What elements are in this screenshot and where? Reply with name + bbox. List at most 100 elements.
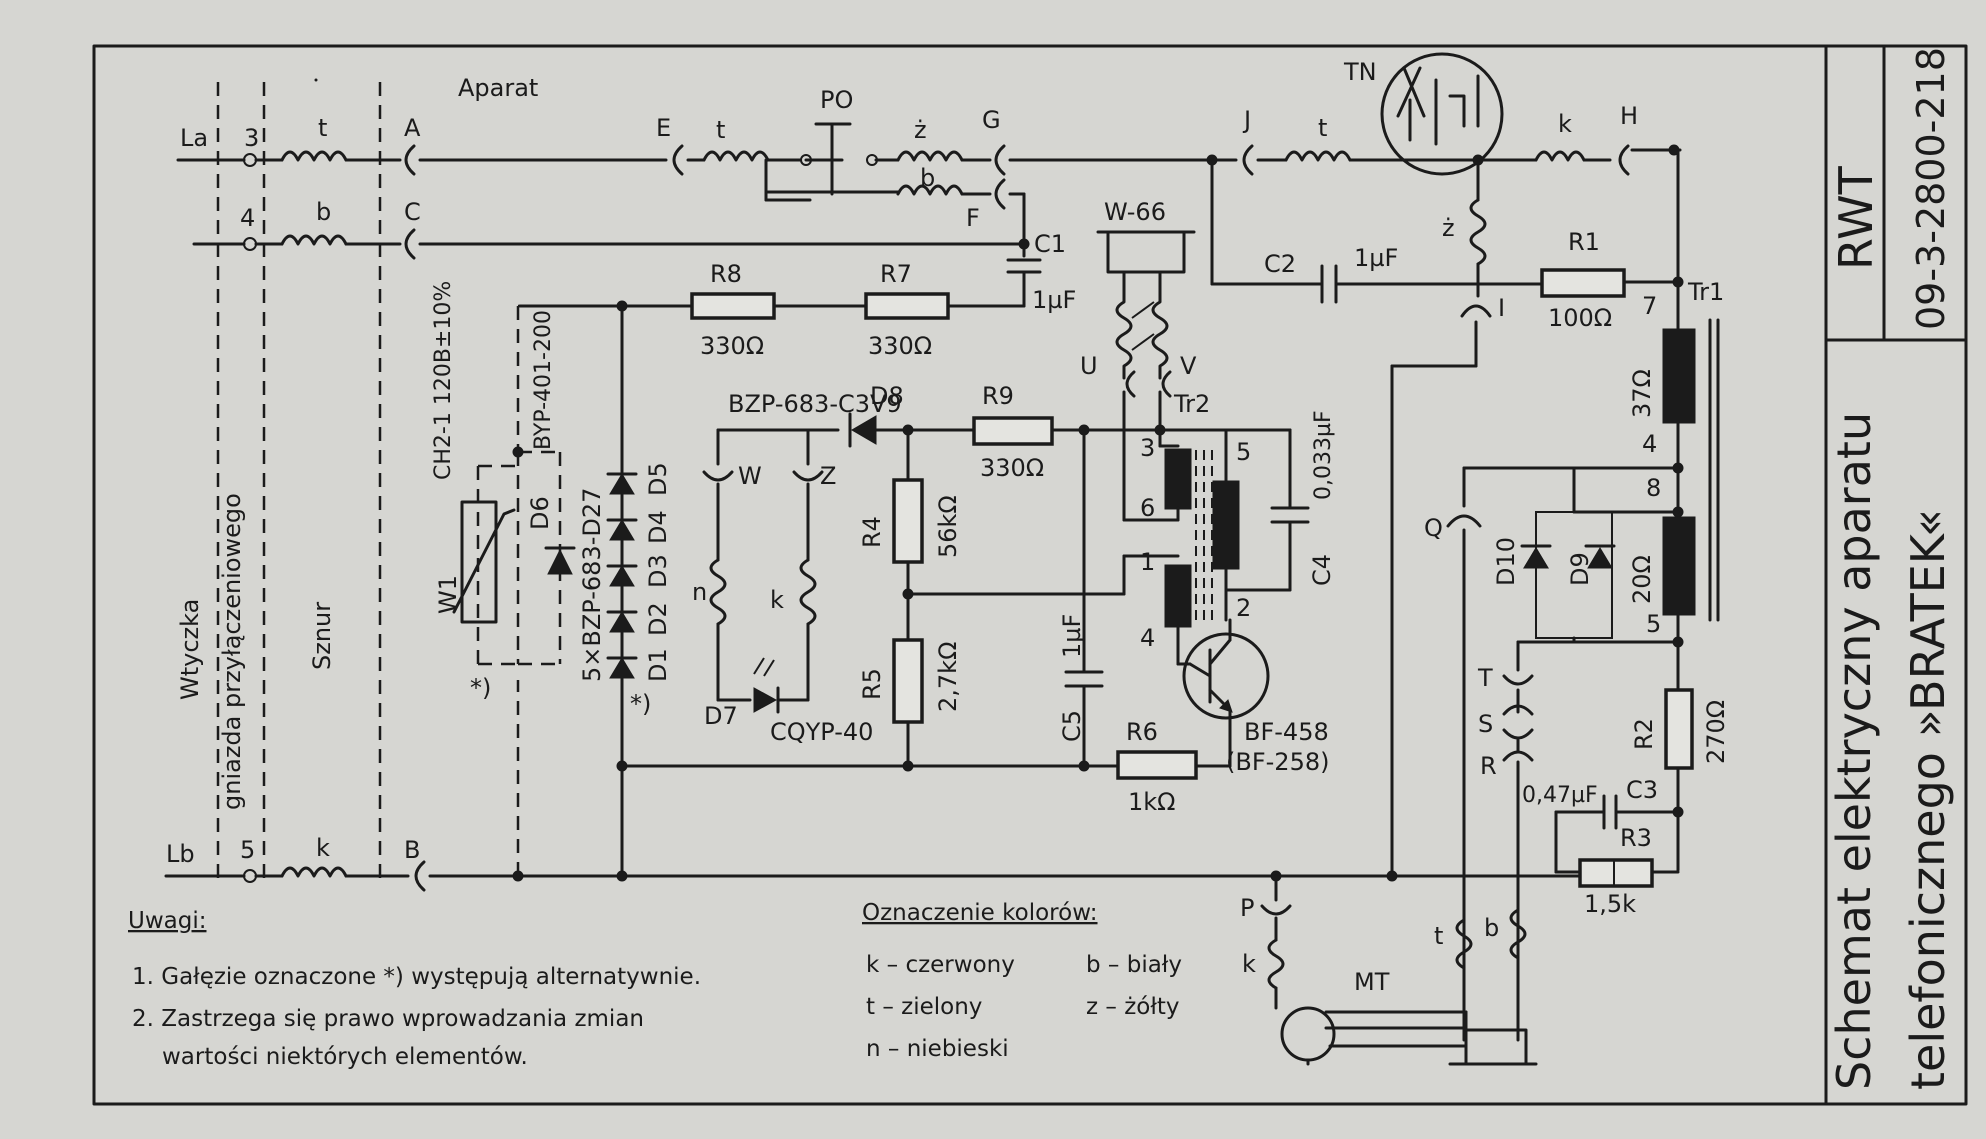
r8-r7-row: R8 330Ω R7 330Ω bbox=[518, 260, 1026, 878]
drawing-frame bbox=[92, 44, 1968, 1106]
pin-3-label: 3 bbox=[244, 124, 259, 152]
r8-label: R8 bbox=[710, 260, 742, 288]
w66-label: W-66 bbox=[1104, 198, 1166, 226]
d2-label: D2 bbox=[644, 602, 672, 636]
w1-label: W1 bbox=[434, 575, 462, 614]
tr2-pin-2: 2 bbox=[1236, 594, 1251, 622]
wire-t4-label: t bbox=[1434, 922, 1443, 950]
terminal-v-label: V bbox=[1180, 352, 1197, 380]
speech-circuit: BZP-683-C3V9 D8 R9 330Ω W n D7 CQYP-40 k… bbox=[620, 382, 1292, 816]
terminal-w-label: W bbox=[738, 462, 762, 490]
c4-label: C4 bbox=[1308, 554, 1336, 586]
terminal-t-label: T bbox=[1477, 664, 1493, 692]
terminal-g-label: G bbox=[982, 106, 1001, 134]
transistor-alt-label: (BF-258) bbox=[1226, 748, 1329, 776]
line-lb: Lb 5 k B bbox=[164, 834, 1582, 892]
zener-spec: 5×BZP-683-D27 bbox=[578, 488, 606, 682]
transistor-bf458 bbox=[1182, 632, 1270, 720]
tr2-pin-1: 1 bbox=[1140, 548, 1155, 576]
terminal-e-label: E bbox=[656, 114, 671, 142]
w1-spec: CH2-1 120B±10% bbox=[431, 281, 456, 480]
la-label: La bbox=[180, 124, 208, 152]
tr1-winding-20 bbox=[1662, 516, 1696, 616]
terminal-a-label: A bbox=[404, 114, 421, 142]
d8-label: D8 bbox=[870, 382, 904, 410]
tr1-37-ohm: 37Ω bbox=[1628, 369, 1656, 418]
d7-label: D7 bbox=[704, 702, 738, 730]
r3-value: 1,5k bbox=[1584, 890, 1636, 918]
wire-b2-label: b bbox=[920, 164, 935, 192]
r3-label: R3 bbox=[1620, 824, 1652, 852]
lb-label: Lb bbox=[166, 840, 195, 868]
terminal-c-label: C bbox=[404, 198, 421, 226]
d3-label: D3 bbox=[644, 554, 672, 588]
color-k: k – czerwony bbox=[866, 952, 1015, 978]
r1-label: R1 bbox=[1568, 228, 1600, 256]
resistor-r5 bbox=[892, 638, 924, 724]
terminal-b-label: B bbox=[404, 836, 420, 864]
r2-value: 270Ω bbox=[1702, 700, 1730, 764]
zener-alt-marker: *) bbox=[630, 690, 651, 718]
transformer-tr1: 7 Tr1 37Ω 4 8 20Ω 5 R2 270Ω bbox=[1628, 148, 1730, 872]
r1-value: 100Ω bbox=[1548, 304, 1612, 332]
terminal-r-label: R bbox=[1480, 752, 1497, 780]
r4-value: 56kΩ bbox=[934, 495, 962, 558]
notes-header: Uwagi: bbox=[128, 908, 206, 934]
color-legend: Oznaczenie kolorów: k – czerwony t – zie… bbox=[862, 900, 1182, 1062]
note-2b: wartości niektórych elementów. bbox=[162, 1044, 528, 1070]
r7-label: R7 bbox=[880, 260, 912, 288]
r2-label: R2 bbox=[1630, 718, 1658, 750]
note-2a: 2. Zastrzega się prawo wprowadzania zmia… bbox=[132, 1006, 644, 1032]
tr2-pin-3: 3 bbox=[1140, 434, 1155, 462]
tr2-pin-5: 5 bbox=[1236, 438, 1251, 466]
c3-label: C3 bbox=[1626, 776, 1658, 804]
terminal-p-label: P bbox=[1240, 894, 1254, 922]
notes-block: Uwagi: 1. Gałęzie oznaczone *) występują… bbox=[128, 908, 701, 1070]
aparat-label: Aparat bbox=[458, 74, 538, 102]
tr1-winding-37 bbox=[1662, 328, 1696, 424]
gniazda-label: gniazda przyłączeniowego bbox=[218, 493, 246, 810]
d10-label: D10 bbox=[1492, 537, 1520, 586]
c1-label: C1 bbox=[1034, 230, 1066, 258]
handset-mt: P k MT t b bbox=[1240, 874, 1538, 1066]
wire-t2-label: t bbox=[716, 116, 725, 144]
color-z: z – żółty bbox=[1086, 994, 1180, 1020]
title-line-2: telefonicznego »BRATEK« bbox=[1901, 509, 1955, 1090]
dial-label: TN bbox=[1343, 58, 1377, 86]
protection-branch: W1 CH2-1 120B±10% *) D6 BYP-401-200 5×BZ… bbox=[431, 281, 672, 876]
varistor-w1 bbox=[460, 500, 498, 624]
line-c: 4 b C b F C1 1µF bbox=[192, 164, 1076, 314]
terminal-i-label: I bbox=[1498, 294, 1505, 322]
tr1-pin-7: 7 bbox=[1642, 292, 1657, 320]
d6-spec: BYP-401-200 bbox=[531, 310, 556, 450]
terminal-u-label: U bbox=[1080, 352, 1098, 380]
transistor-label: BF-458 bbox=[1244, 718, 1329, 746]
c5-value: 1µF bbox=[1058, 614, 1086, 658]
d6-label: D6 bbox=[526, 496, 554, 530]
r6-label: R6 bbox=[1126, 718, 1158, 746]
r5-value: 2,7kΩ bbox=[934, 642, 962, 712]
c1-value: 1µF bbox=[1032, 286, 1076, 314]
r7-value: 330Ω bbox=[868, 332, 932, 360]
r9-value: 330Ω bbox=[980, 454, 1044, 482]
mt-label: MT bbox=[1354, 968, 1390, 996]
w1-alt-marker: *) bbox=[470, 674, 491, 702]
c2-r1-branch: C2 1µF R1 100Ω ż I bbox=[1210, 158, 1684, 878]
pin-5-label: 5 bbox=[240, 836, 255, 864]
note-1: 1. Gałęzie oznaczone *) występują altern… bbox=[132, 964, 701, 990]
c4-value: 0,033µF bbox=[1311, 410, 1336, 500]
wire-k1-label: k bbox=[316, 834, 330, 862]
r4-label: R4 bbox=[858, 516, 886, 548]
r6-value: 1kΩ bbox=[1128, 788, 1176, 816]
c2-value: 1µF bbox=[1354, 244, 1398, 272]
resistor-r1 bbox=[1540, 268, 1626, 298]
wire-z2-label: ż bbox=[1442, 214, 1455, 242]
wire-b3-label: b bbox=[1484, 914, 1499, 942]
tr2-label: Tr2 bbox=[1173, 390, 1210, 418]
r8-value: 330Ω bbox=[700, 332, 764, 360]
tr1-pin-8: 8 bbox=[1646, 474, 1661, 502]
zener-stack bbox=[606, 472, 638, 679]
c5-label: C5 bbox=[1058, 710, 1086, 742]
d1-label: D1 bbox=[644, 648, 672, 682]
tsr-terminals: T S R 0,47µF C3 R3 1,5k bbox=[1477, 664, 1680, 1042]
